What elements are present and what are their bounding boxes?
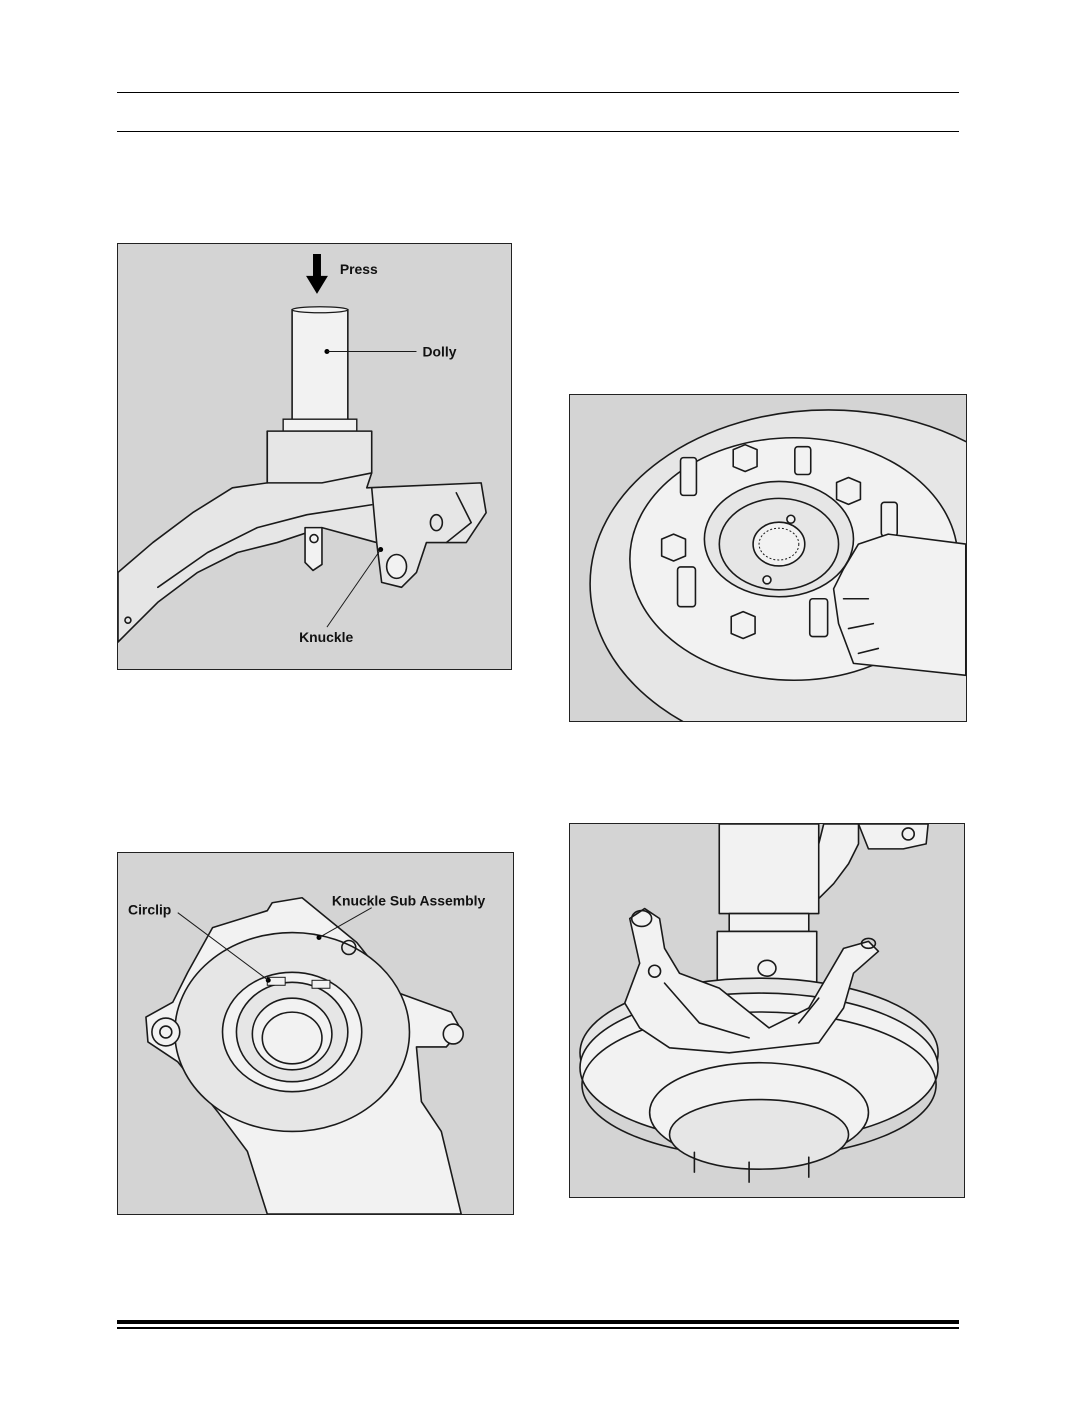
circlip-illustration: Circlip Knuckle Sub Assembly — [128, 893, 486, 1214]
knuckle-label: Knuckle — [299, 629, 353, 645]
figure-hub-studs — [569, 394, 967, 722]
press-hub-illustration — [579, 824, 939, 1183]
header-rule-bottom — [117, 131, 959, 132]
dolly-label: Dolly — [422, 344, 456, 360]
knuckle — [118, 430, 487, 643]
hub-studs-illustration — [589, 409, 966, 721]
press-knuckle-illustration: Press Dolly Knuckle — [118, 254, 487, 645]
knuckle-sub-assembly-label: Knuckle Sub Assembly — [332, 893, 486, 909]
circlip-label: Circlip — [128, 902, 171, 918]
hand — [832, 533, 966, 677]
figure-circlip: Circlip Knuckle Sub Assembly — [117, 852, 514, 1215]
footer-rule-thick — [117, 1320, 959, 1324]
figure-press-hub — [569, 823, 965, 1198]
dolly — [291, 308, 349, 422]
press-column — [718, 824, 820, 915]
wheel-nut — [660, 443, 862, 640]
header-rule-top — [117, 92, 959, 93]
press-label: Press — [340, 261, 378, 277]
figure-press-knuckle: Press Dolly Knuckle — [117, 243, 512, 670]
footer-rule-thin — [117, 1327, 959, 1329]
hub-spline-bore — [752, 521, 806, 567]
wheel-stud — [676, 445, 899, 638]
press-arrow-icon — [306, 254, 328, 294]
